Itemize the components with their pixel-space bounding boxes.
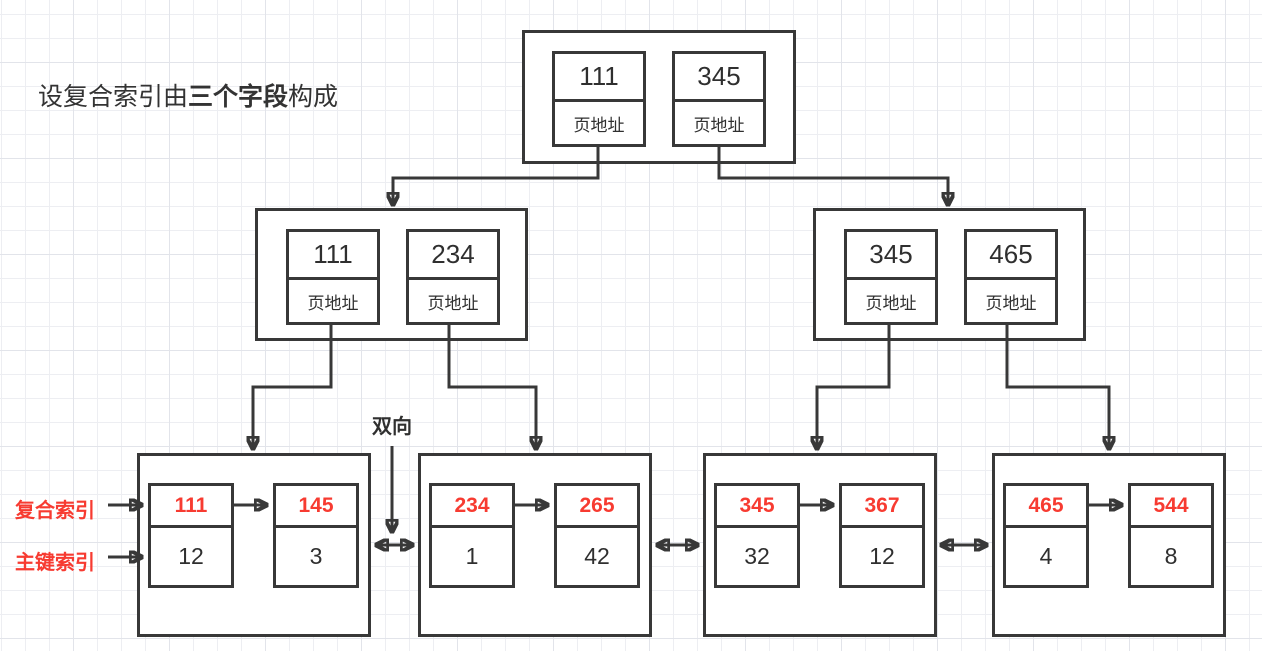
leaf-2-cell-0: 234 1 (429, 483, 515, 588)
index-key: 345 (675, 54, 763, 102)
internal-node-right[interactable]: 345 页地址 465 页地址 (813, 208, 1086, 341)
primary-key-index-label[interactable]: 主键索引 (15, 552, 95, 574)
internal-right-cell-1: 465 页地址 (964, 229, 1058, 325)
primary-key-value: 3 (309, 543, 323, 569)
bidirectional-label[interactable]: 双向 (372, 416, 412, 438)
primary-key-value: 12 (178, 543, 204, 569)
leaf-4-cell-1: 544 8 (1128, 483, 1214, 588)
composite-key-value: 145 (276, 486, 356, 528)
title-prefix: 设复合索引由 (38, 83, 189, 111)
page-address-label: 页地址 (865, 293, 917, 313)
index-key: 111 (555, 54, 643, 102)
primary-key-value: 32 (744, 543, 770, 569)
internal-right-cell-0: 345 页地址 (844, 229, 938, 325)
page-address-label: 页地址 (573, 115, 625, 135)
leaf-node-2[interactable]: 234 1 265 42 (418, 453, 652, 637)
leaf-node-3[interactable]: 345 32 367 12 (703, 453, 937, 637)
title-suffix: 构成 (288, 83, 339, 111)
leaf-4-cell-0: 465 4 (1003, 483, 1089, 588)
leaf-node-4[interactable]: 465 4 544 8 (992, 453, 1226, 637)
root-node[interactable]: 111 页地址 345 页地址 (522, 30, 796, 164)
primary-key-value: 12 (869, 543, 895, 569)
primary-key-value: 4 (1039, 543, 1053, 569)
primary-key-value: 8 (1164, 543, 1178, 569)
primary-key-value: 1 (465, 543, 479, 569)
composite-key-value: 465 (1006, 486, 1086, 528)
index-key: 465 (967, 232, 1055, 280)
composite-key-value: 367 (842, 486, 922, 528)
composite-key-value: 544 (1131, 486, 1211, 528)
composite-key-value: 345 (717, 486, 797, 528)
composite-index-label[interactable]: 复合索引 (15, 500, 95, 522)
leaf-node-1[interactable]: 111 12 145 3 (137, 453, 371, 637)
primary-key-value: 42 (584, 543, 610, 569)
index-key: 234 (409, 232, 497, 280)
page-address-label: 页地址 (985, 293, 1037, 313)
leaf-3-cell-0: 345 32 (714, 483, 800, 588)
leaf-3-cell-1: 367 12 (839, 483, 925, 588)
root-cell-1: 345 页地址 (672, 51, 766, 147)
composite-key-value: 234 (432, 486, 512, 528)
page-address-label: 页地址 (693, 115, 745, 135)
internal-node-left[interactable]: 111 页地址 234 页地址 (255, 208, 528, 341)
root-cell-0: 111 页地址 (552, 51, 646, 147)
internal-left-cell-0: 111 页地址 (286, 229, 380, 325)
title-bold-segment: 三个字段 (188, 83, 289, 111)
leaf-2-cell-1: 265 42 (554, 483, 640, 588)
page-address-label: 页地址 (307, 293, 359, 313)
leaf-1-cell-0: 111 12 (148, 483, 234, 588)
composite-key-value: 265 (557, 486, 637, 528)
index-key: 111 (289, 232, 377, 280)
internal-left-cell-1: 234 页地址 (406, 229, 500, 325)
page-address-label: 页地址 (427, 293, 479, 313)
diagram-title[interactable]: 设复合索引由三个字段构成 (38, 83, 338, 111)
leaf-1-cell-1: 145 3 (273, 483, 359, 588)
index-key: 345 (847, 232, 935, 280)
composite-key-value: 111 (151, 486, 231, 528)
